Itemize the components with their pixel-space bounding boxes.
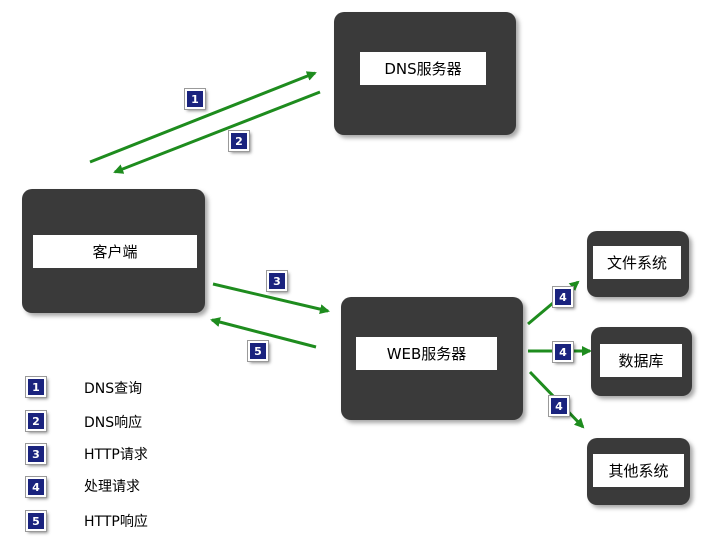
badge-process-file: 4 (552, 286, 574, 308)
legend-badge-5: 5 (25, 510, 47, 532)
file-system-node: 文件系统 (587, 231, 689, 297)
file-system-label: 文件系统 (593, 246, 681, 279)
other-system-label: 其他系统 (593, 454, 684, 487)
badge-dns-response: 2 (228, 130, 250, 152)
legend-text-2: DNS响应 (84, 415, 143, 431)
web-server-label: WEB服务器 (356, 337, 497, 370)
legend-text-4: 处理请求 (84, 479, 140, 495)
legend-badge-3: 3 (25, 443, 47, 465)
badge-http-request: 3 (266, 270, 288, 292)
legend-badge-4: 4 (25, 476, 47, 498)
arrow-http-request (212, 282, 330, 315)
arrow-dns-query (89, 71, 317, 164)
client-node: 客户端 (22, 189, 205, 313)
legend-badge-2: 2 (25, 410, 47, 432)
web-server-node: WEB服务器 (341, 297, 523, 420)
badge-process-db: 4 (552, 341, 574, 363)
client-label: 客户端 (33, 235, 197, 268)
badge-dns-query: 1 (184, 88, 206, 110)
database-label: 数据库 (600, 344, 682, 377)
legend-text-1: DNS查询 (84, 381, 143, 397)
badge-process-other: 4 (548, 395, 570, 417)
arrow-http-response (210, 317, 317, 349)
database-node: 数据库 (591, 327, 692, 396)
legend-text-3: HTTP请求 (84, 447, 148, 463)
dns-server-label: DNS服务器 (360, 52, 486, 85)
legend-badge-1: 1 (25, 376, 47, 398)
badge-http-response: 5 (247, 340, 269, 362)
legend-text-5: HTTP响应 (84, 514, 148, 530)
dns-server-node: DNS服务器 (334, 12, 516, 135)
other-system-node: 其他系统 (587, 438, 690, 505)
arrow-dns-response (113, 90, 321, 174)
